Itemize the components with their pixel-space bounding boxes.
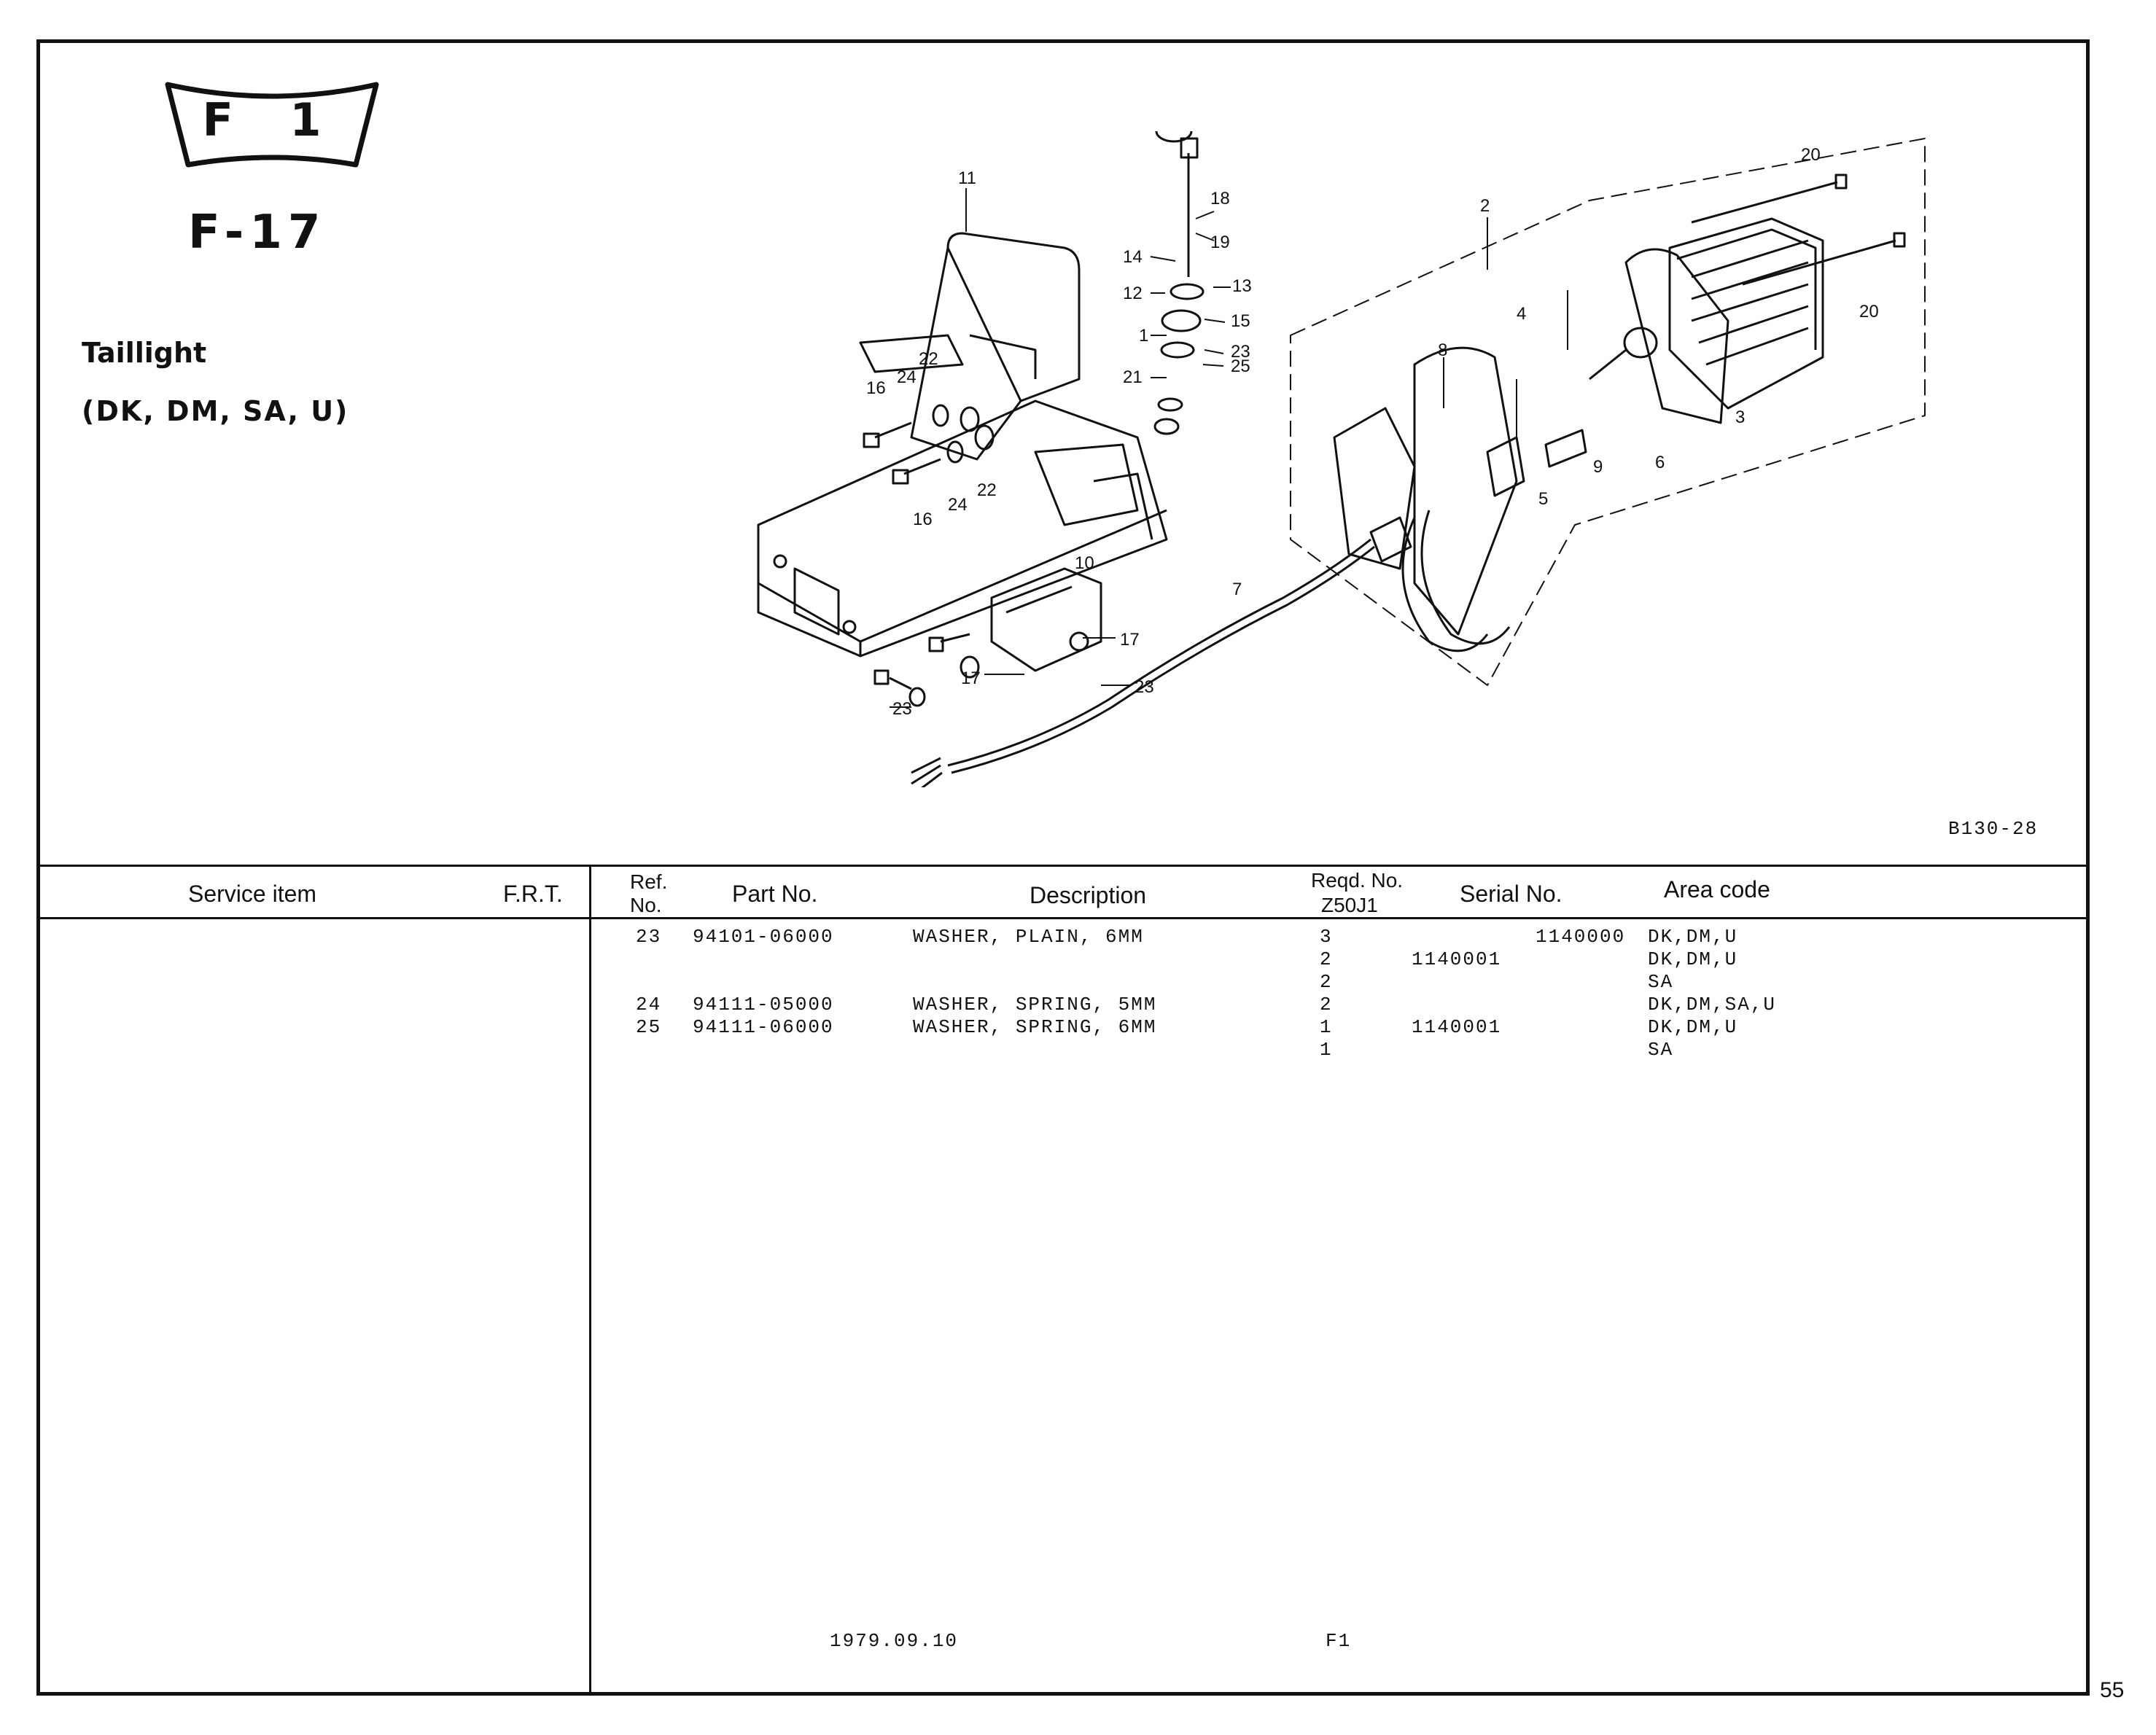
- callout-23: 23: [1231, 342, 1250, 362]
- callout-4: 4: [1517, 304, 1526, 324]
- required-qty: 2: [1320, 994, 1333, 1015]
- page-title: Taillight: [82, 337, 207, 369]
- callout-17: 17: [1120, 630, 1140, 650]
- print-date: 1979.09.10: [830, 1630, 959, 1652]
- callout-13: 13: [1232, 276, 1252, 296]
- callout-8: 8: [1438, 340, 1447, 360]
- callout-17: 17: [961, 668, 981, 688]
- table-top-rule: [36, 865, 2090, 867]
- table-row: 2 SA: [598, 971, 1896, 994]
- area-code: SA: [1648, 971, 1674, 993]
- figure-code: F-17: [188, 206, 327, 260]
- header-part-no: Part No.: [732, 881, 818, 907]
- callout-11: 11: [958, 168, 976, 188]
- page-subtitle: (DK, DM, SA, U): [82, 395, 349, 427]
- callout-18: 18: [1210, 189, 1230, 208]
- callout-10: 10: [1075, 553, 1094, 573]
- callout-14: 14: [1123, 247, 1143, 267]
- description: WASHER, PLAIN, 6MM: [913, 926, 1144, 948]
- table-row: 24 94111-05000 WASHER, SPRING, 5MM 2 DK,…: [598, 994, 1896, 1016]
- header-serial-no: Serial No.: [1460, 881, 1562, 907]
- serial-from: 1140001: [1412, 948, 1502, 970]
- description: WASHER, SPRING, 5MM: [913, 994, 1157, 1015]
- page-number: 55: [2100, 1678, 2125, 1702]
- table-row: 23 94101-06000 WASHER, PLAIN, 6MM 3 1140…: [598, 926, 1896, 948]
- callout-22: 22: [919, 349, 938, 369]
- callout-23: 23: [892, 699, 912, 719]
- lens-assembly-illustration: [1290, 138, 1926, 686]
- area-code: SA: [1648, 1039, 1674, 1061]
- fasteners-illustration: [863, 404, 995, 707]
- part-no: 94101-06000: [693, 926, 834, 948]
- holder-illustration: [990, 567, 1102, 672]
- callout-16: 16: [866, 378, 886, 398]
- callout-2: 2: [1480, 196, 1490, 216]
- area-code: DK,DM,U: [1648, 1016, 1738, 1038]
- callout-7: 7: [1232, 580, 1242, 599]
- header-ref-no-line1: Ref.: [630, 870, 668, 893]
- callout-15: 15: [1231, 311, 1250, 331]
- exploded-parts-diagram: 11 2 20 20 18 19 14 13 12 15 1 23 21 25 …: [757, 131, 1926, 787]
- required-qty: 3: [1320, 926, 1333, 948]
- area-code: DK,DM,U: [1648, 926, 1738, 948]
- table-row: 25 94111-06000 WASHER, SPRING, 6MM 1 114…: [598, 1016, 1896, 1039]
- table-row: 1 SA: [598, 1039, 1896, 1061]
- callout-5: 5: [1538, 489, 1548, 509]
- callout-16: 16: [913, 510, 933, 529]
- ref-no: 23: [636, 926, 662, 948]
- table-header-rule: [36, 917, 2090, 919]
- header-reqd-no-line2: Z50J1: [1321, 894, 1378, 916]
- header-service-item: Service item: [188, 881, 317, 907]
- callout-24: 24: [897, 367, 917, 387]
- description: WASHER, SPRING, 6MM: [913, 1016, 1157, 1038]
- parts-list: 23 94101-06000 WASHER, PLAIN, 6MM 3 1140…: [598, 926, 1896, 1061]
- ref-no: 25: [636, 1016, 662, 1038]
- callout-23: 23: [1135, 677, 1154, 697]
- header-description: Description: [1030, 882, 1147, 908]
- callout-22: 22: [977, 480, 997, 500]
- table-row: 2 1140001 DK,DM,U: [598, 948, 1896, 971]
- header-reqd-no-line1: Reqd. No.: [1311, 869, 1404, 892]
- serial-to: 1140000: [1536, 926, 1626, 948]
- callout-21: 21: [1123, 367, 1143, 387]
- callout-20: 20: [1801, 145, 1821, 165]
- ref-no: 24: [636, 994, 662, 1015]
- screws-illustration: [1691, 174, 1906, 286]
- section-badge: [165, 82, 379, 168]
- required-qty: 1: [1320, 1016, 1333, 1038]
- callout-1: 1: [1139, 326, 1148, 346]
- diagram-reference-code: B130-28: [1948, 818, 2039, 840]
- footer-code: F1: [1326, 1630, 1352, 1652]
- page-frame: [36, 39, 2090, 1696]
- bolt-stack-illustration: [1153, 131, 1205, 435]
- required-qty: 2: [1320, 971, 1333, 993]
- callout-25: 25: [1231, 356, 1250, 376]
- header-frt: F.R.T.: [503, 881, 563, 907]
- header-ref-no-line2: No.: [630, 894, 662, 916]
- callout-3: 3: [1735, 408, 1745, 427]
- callout-20: 20: [1859, 302, 1879, 321]
- callout-6: 6: [1655, 453, 1665, 472]
- callout-24: 24: [948, 495, 968, 515]
- diagram-callouts: 11 2 20 20 18 19 14 13 12 15 1 23 21 25 …: [866, 145, 1879, 719]
- callout-9: 9: [1593, 457, 1603, 477]
- callout-12: 12: [1123, 284, 1143, 303]
- part-no: 94111-05000: [693, 994, 834, 1015]
- header-area-code: Area code: [1664, 876, 1770, 902]
- serial-from: 1140001: [1412, 1016, 1502, 1038]
- callout-19: 19: [1210, 233, 1230, 252]
- wire-harness-illustration: [911, 516, 1412, 787]
- required-qty: 1: [1320, 1039, 1333, 1061]
- area-code: DK,DM,U: [1648, 948, 1738, 970]
- taillight-bracket-illustration: [757, 232, 1168, 658]
- required-qty: 2: [1320, 948, 1333, 970]
- area-code: DK,DM,SA,U: [1648, 994, 1777, 1015]
- part-no: 94111-06000: [693, 1016, 834, 1038]
- table-column-divider: [589, 865, 591, 1696]
- section-badge-label: F 1: [202, 93, 342, 147]
